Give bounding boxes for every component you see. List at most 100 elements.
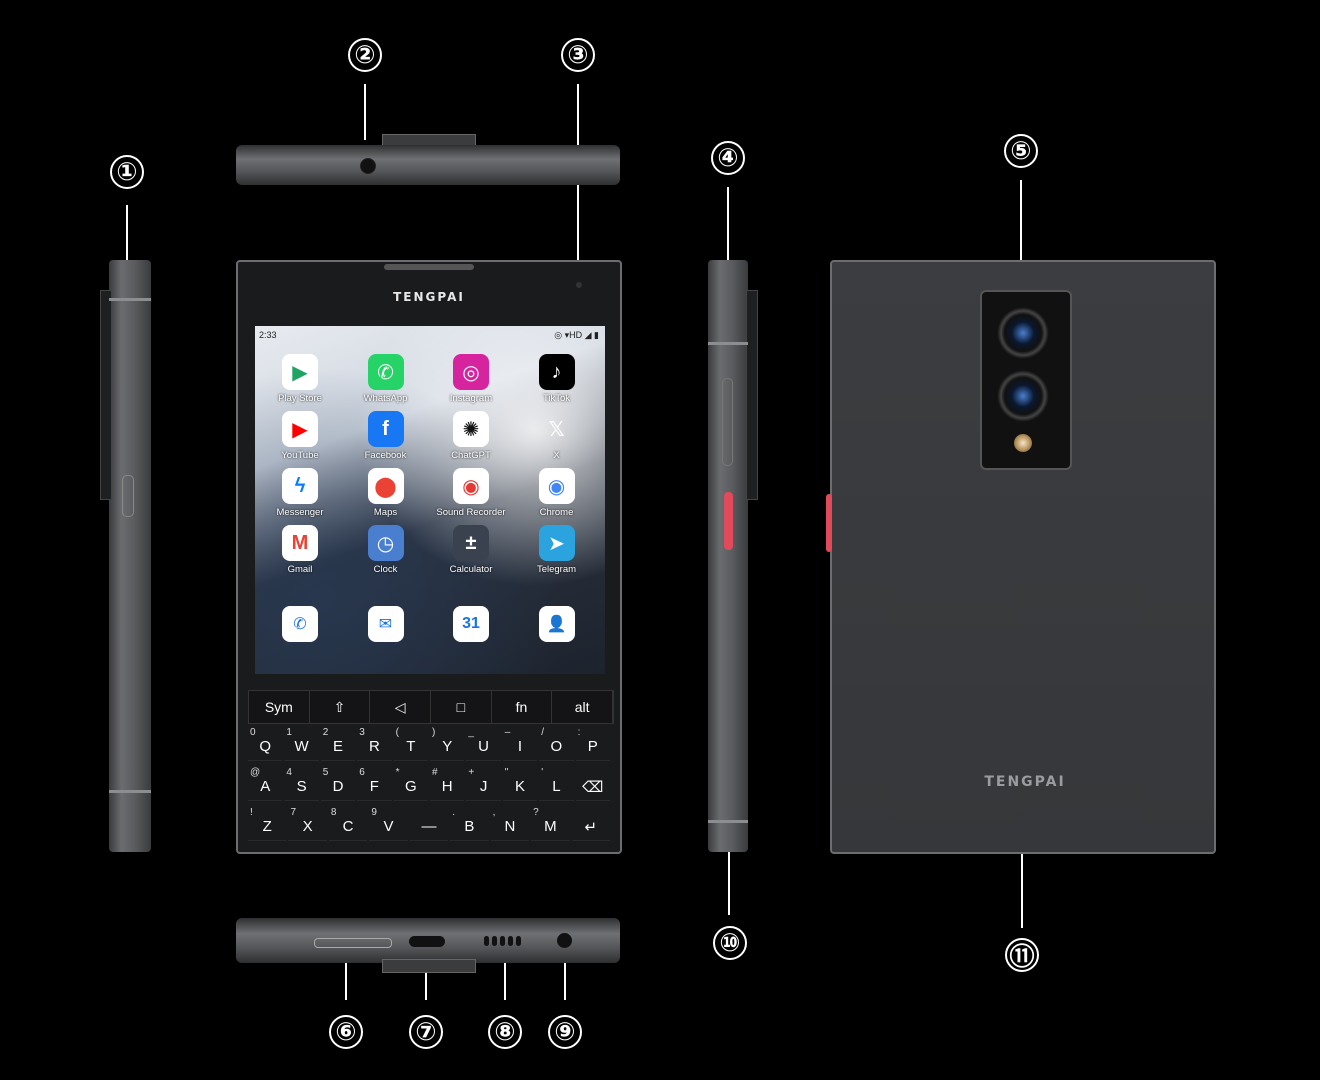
key-alt-char: 9 <box>371 807 377 818</box>
app-maps[interactable]: ⬤Maps <box>346 468 426 518</box>
key-char: P <box>587 738 598 755</box>
dock-icon-3[interactable]: 31 <box>453 606 489 642</box>
nav-key-4[interactable]: □ <box>431 691 492 723</box>
app-telegram[interactable]: ➤Telegram <box>517 525 597 575</box>
bottom-edge-view <box>236 915 626 975</box>
app-whatsapp[interactable]: ✆WhatsApp <box>346 354 426 404</box>
sim-tray-icon <box>314 938 392 948</box>
leader-line-6 <box>345 942 347 1000</box>
key-0-8[interactable]: /O <box>539 727 574 761</box>
leader-line-9 <box>564 942 566 1000</box>
key-alt-char: 1 <box>286 727 292 738</box>
left-side-seam-bottom <box>109 790 151 793</box>
key-char: A <box>260 778 271 795</box>
key-1-9[interactable]: ⌫ <box>575 770 610 801</box>
right-side-button <box>722 378 733 466</box>
key-0-6[interactable]: _U <box>466 727 501 761</box>
nav-key-6[interactable]: alt <box>552 691 613 723</box>
instagram-icon: ◎ <box>453 354 489 390</box>
nav-key-1[interactable]: Sym <box>249 691 310 723</box>
key-1-7[interactable]: "K <box>502 767 538 801</box>
key-2-8[interactable]: ↵ <box>571 810 610 841</box>
back-view: TENGPAI <box>826 260 1216 854</box>
app-play-store[interactable]: ▶Play Store <box>260 354 340 404</box>
top-edge-body <box>236 145 620 185</box>
key-alt-char: ' <box>541 767 544 778</box>
rear-camera-lens-2 <box>997 370 1049 422</box>
nav-key-5[interactable]: fn <box>492 691 553 723</box>
dock-icon-4[interactable]: 👤 <box>538 606 575 642</box>
key-1-5[interactable]: #H <box>430 767 465 801</box>
key-alt-char: ) <box>432 727 436 738</box>
app-instagram[interactable]: ◎ Instagram <box>431 354 511 404</box>
nav-key-3[interactable]: ◁ <box>370 691 431 723</box>
key-1-6[interactable]: +J <box>466 767 501 801</box>
key-1-0[interactable]: @A <box>248 767 283 801</box>
app-clock[interactable]: ◷Clock <box>346 525 426 575</box>
callout-5: ⑤ <box>1004 134 1038 168</box>
right-side-rail <box>746 290 758 500</box>
app-label: Chrome <box>539 507 574 518</box>
app-label: Gmail <box>287 564 313 575</box>
key-2-4[interactable]: — <box>409 810 449 841</box>
key-2-0[interactable]: !Z <box>248 807 287 841</box>
key-char: E <box>332 738 343 755</box>
clock-icon: ◷ <box>367 525 404 561</box>
key-1-8[interactable]: 'L <box>539 767 574 801</box>
key-char: V <box>383 818 394 835</box>
key-char: K <box>514 778 525 795</box>
key-2-5[interactable]: .B <box>450 807 489 841</box>
youtube-icon: ▶ <box>282 411 318 447</box>
key-0-9[interactable]: :P <box>575 727 610 761</box>
key-2-7[interactable]: ?M <box>531 807 570 841</box>
key-alt-char: " <box>504 767 509 778</box>
key-char: F <box>369 778 379 795</box>
app-youtube[interactable]: ▶YouTube <box>260 411 340 461</box>
maps-icon: ⬤ <box>367 468 404 504</box>
callout-4: ④ <box>711 141 745 175</box>
app-chrome[interactable]: ◉Chrome <box>517 468 597 518</box>
whatsapp-icon: ✆ <box>367 354 404 390</box>
app-chatgpt[interactable]: ✺ChatGPT <box>431 411 511 461</box>
app-label: Instagram <box>449 393 493 404</box>
key-0-7[interactable]: –I <box>502 727 538 761</box>
key-2-6[interactable]: ,N <box>490 807 530 841</box>
callout-3: ③ <box>561 38 595 72</box>
key-alt-char: 5 <box>322 767 329 778</box>
usb-c-port-icon <box>409 936 445 947</box>
app-label: Play Store <box>278 393 322 404</box>
app-calculator[interactable]: ±Calculator <box>431 525 511 575</box>
key-0-4[interactable]: (T <box>393 727 428 761</box>
app-sound-recorder[interactable]: ◉Sound Recorder <box>431 468 511 518</box>
key-alt-char: 0 <box>250 727 256 738</box>
app-tiktok[interactable]: ♪TikTok <box>517 354 597 404</box>
key-0-5[interactable]: )Y <box>430 727 465 761</box>
key-char: Z <box>262 818 272 835</box>
nav-key-2[interactable]: ⇧ <box>310 691 371 723</box>
dock-icon-2[interactable]: ✉ <box>367 606 404 642</box>
key-char: C <box>342 818 354 835</box>
dock-icon-1[interactable]: ✆ <box>282 606 318 642</box>
right-side-seam-bottom <box>708 820 748 823</box>
tiktok-icon: ♪ <box>538 354 575 390</box>
key-1-4[interactable]: *G <box>393 767 428 801</box>
callout-11: ⑪ <box>1005 938 1039 972</box>
key-alt-char: 8 <box>330 807 337 818</box>
callout-6: ⑥ <box>329 1015 363 1049</box>
